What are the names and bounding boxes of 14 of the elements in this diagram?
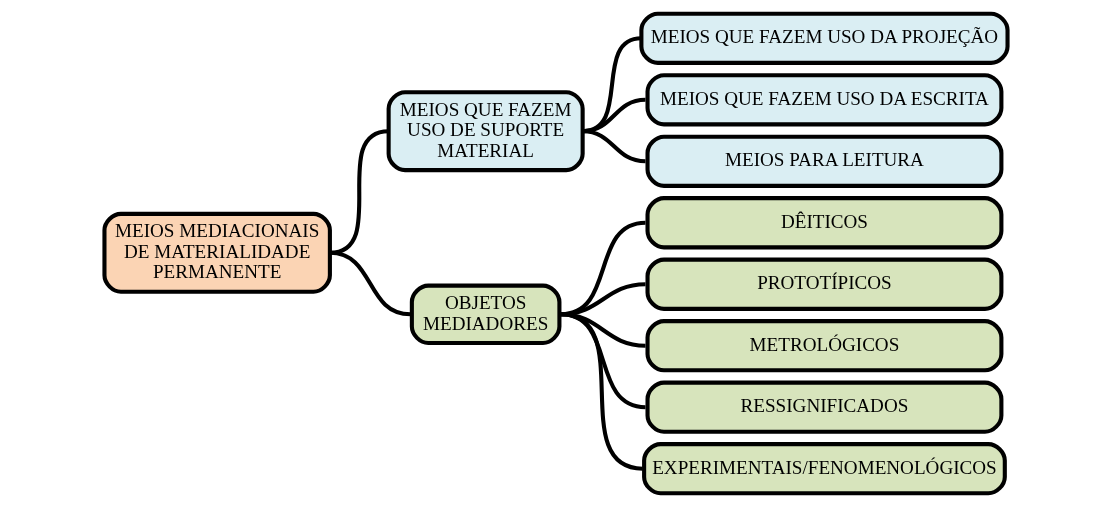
node-box: MEIOS QUE FAZEM USO DA ESCRITA: [645, 73, 1003, 127]
node-box: METROLÓGICOS: [645, 319, 1003, 373]
connector: [581, 129, 646, 164]
node-box: EXPERIMENTAIS/FENOMENOLÓGICOS: [641, 442, 1007, 496]
node-box: DÊITICOS: [645, 196, 1003, 250]
connector: [329, 250, 411, 317]
connector: [559, 312, 643, 471]
node-box: PROTOTÍPICOS: [645, 257, 1003, 311]
node-box: MEIOS QUE FAZEM USO DA PROJEÇÃO: [638, 11, 1010, 65]
node-box: OBJETOS MEDIADORES: [409, 283, 561, 346]
node-box: MEIOS QUE FAZEM USO DE SUPORTE MATERIAL: [386, 90, 585, 173]
node-box: RESSIGNIFICADOS: [645, 380, 1003, 434]
node-box: MEIOS PARA LEITURA: [645, 134, 1003, 188]
node-box: MEIOS MEDIACIONAIS DE MATERIALIDADE PERMANENTE: [101, 211, 332, 294]
